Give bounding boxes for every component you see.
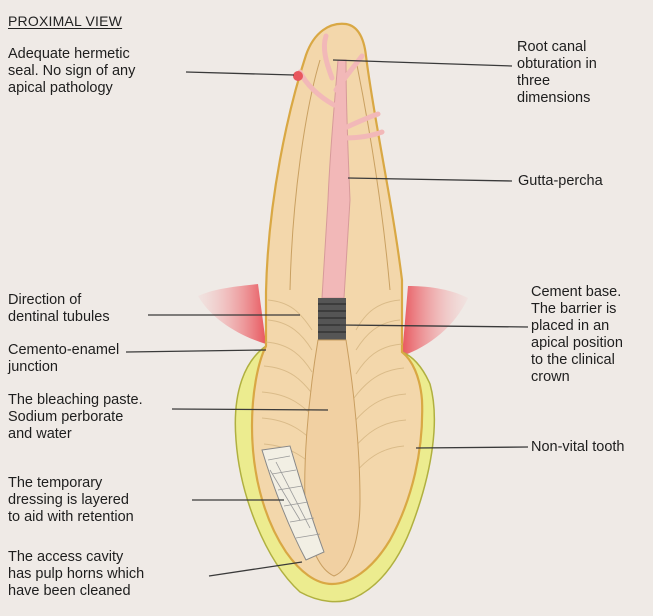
cement-base-barrier bbox=[318, 298, 346, 340]
label-access-cavity: The access cavity has pulp horns which h… bbox=[8, 549, 144, 600]
label-non-vital-tooth: Non-vital tooth bbox=[531, 439, 625, 456]
label-root-canal-obturation: Root canal obturation in three dimension… bbox=[517, 39, 597, 107]
label-cement-base: Cement base. The barrier is placed in an… bbox=[531, 284, 623, 386]
label-temporary-dressing: The temporary dressing is layered to aid… bbox=[8, 475, 134, 526]
label-dentinal-tubules: Direction of dentinal tubules bbox=[8, 292, 110, 326]
label-gutta-percha: Gutta-percha bbox=[518, 173, 603, 190]
gingiva-right bbox=[402, 286, 468, 356]
label-hermetic-seal: Adequate hermetic seal. No sign of any a… bbox=[8, 46, 135, 97]
apical-seal bbox=[293, 71, 303, 81]
label-cemento-enamel-junction: Cemento-enamel junction bbox=[8, 342, 119, 376]
diagram-title: PROXIMAL VIEW bbox=[8, 13, 122, 29]
gingiva-left bbox=[198, 284, 266, 344]
label-bleaching-paste: The bleaching paste. Sodium perborate an… bbox=[8, 392, 143, 443]
